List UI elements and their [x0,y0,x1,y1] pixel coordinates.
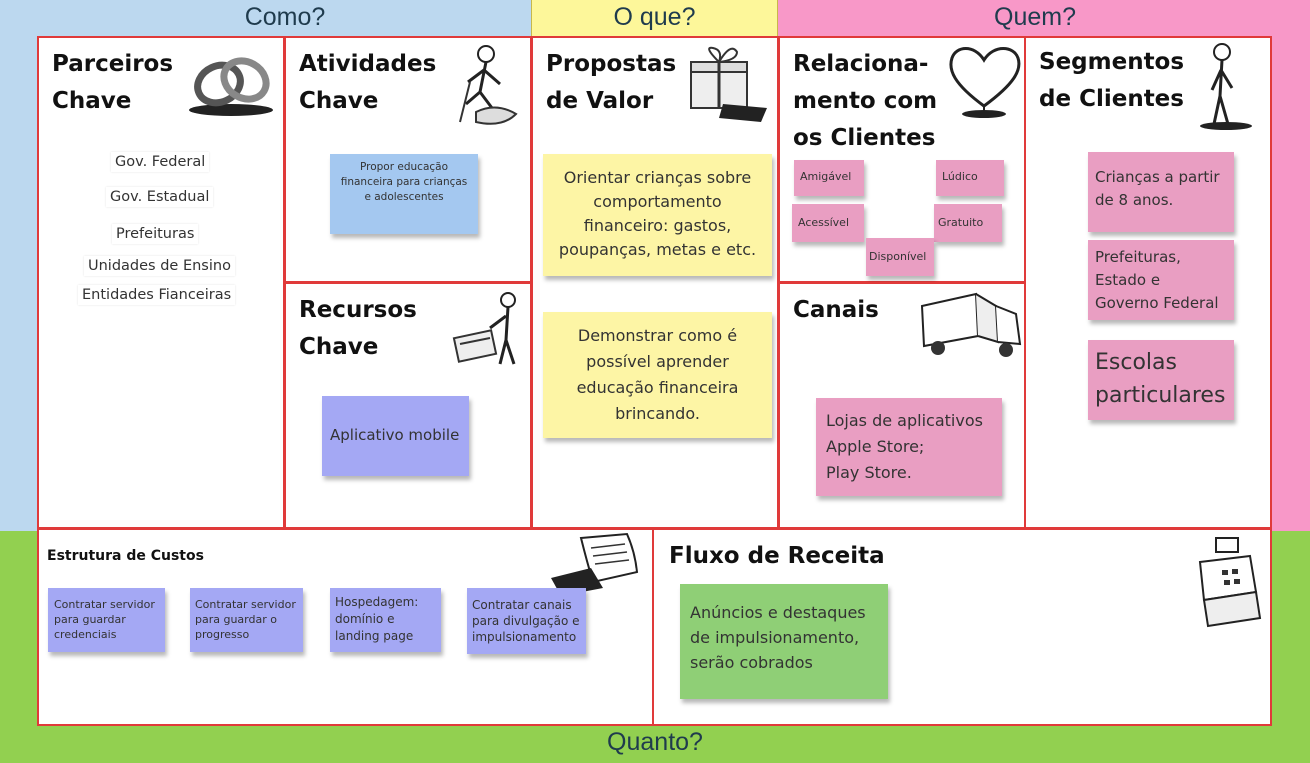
segmento-note-3: Escolas particulares [1088,340,1234,420]
custo-note-4: Contratar canais para divulgação e impul… [467,588,586,654]
builder-icon [452,292,516,365]
segmento-note-1: Crianças a partir de 8 anos. [1088,152,1234,232]
estrutura-custos-cell: Estrutura de Custos Contratar servidor p… [37,528,654,726]
custos-title: Estrutura de Custos [47,548,204,564]
quem-label: Quem? [994,3,1076,31]
propostas-note-2: Demonstrar como é possível aprender educ… [543,312,772,438]
tag-acessivel: Acessível [792,204,864,242]
receita-note: Anúncios e destaques de impulsionamento,… [680,584,888,699]
tag-gratuito: Gratuito [934,204,1002,242]
como-label: Como? [244,3,326,31]
truck-icon [920,292,1022,357]
segmento-note-2: Prefeituras, Estado e Governo Federal [1088,240,1234,320]
atividades-chave-cell: Atividades Chave Propor educação finance… [284,36,532,283]
cash-register-icon [1198,537,1262,628]
receipt-icon [551,532,639,596]
segmentos-cell: Segmentos de Clientes Crianças a partir … [1024,36,1272,529]
segmentos-title: Segmentos de Clientes [1039,49,1185,112]
tag-ludico: Lúdico [936,160,1004,196]
heart-icon [949,47,1021,118]
canais-note: Lojas de aplicativos Apple Store; Play S… [816,398,1002,496]
custo-note-2: Contratar servidor para guardar o progre… [190,588,303,652]
canais-title: Canais [793,297,879,323]
recursos-note: Aplicativo mobile [322,396,469,476]
partner-gov-federal: Gov. Federal [111,152,210,172]
worker-icon [459,45,518,125]
canais-cell: Canais Lojas de aplicativos Apple Store;… [778,282,1026,529]
recursos-chave-cell: Recursos Chave Aplicativo mobile [284,282,532,529]
oque-label: O que? [613,3,696,31]
propostas-title: Propostas de Valor [546,51,677,114]
partner-gov-estadual: Gov. Estadual [106,187,214,207]
tag-disponivel: Disponível [866,238,934,276]
relacionamento-title: Relaciona- mento com os Clientes [793,51,938,151]
tag-amigavel: Amigável [794,160,864,196]
relacionamento-cell: Relaciona- mento com os Clientes Amigáve… [778,36,1026,283]
atividades-title: Atividades Chave [299,51,437,114]
parceiros-chave-cell: Parceiros Chave Gov. Federal Gov. Estadu… [37,36,285,529]
fluxo-receita-cell: Fluxo de Receita Anúncios e destaques de… [652,528,1272,726]
partner-entidades-financeiras: Entidades Fianceiras [78,285,236,305]
quanto-label: Quanto? [607,728,703,756]
rings-icon [189,57,273,116]
custo-note-1: Contratar servidor para guardar credenci… [48,588,165,652]
receita-title: Fluxo de Receita [669,543,885,569]
gift-icon [690,46,767,122]
recursos-title: Recursos Chave [299,297,417,360]
propostas-note-1: Orientar crianças sobre comportamento fi… [543,154,772,276]
parceiros-title: Parceiros Chave [52,51,174,114]
partner-prefeituras: Prefeituras [112,224,199,244]
partner-unidades-ensino: Unidades de Ensino [84,256,235,276]
atividades-note: Propor educação financeira para crianças… [330,154,478,234]
custo-note-3: Hospedagem: domínio e landing page [330,588,441,652]
person-icon [1200,43,1252,130]
propostas-valor-cell: Propostas de Valor Orientar crianças sob… [531,36,779,529]
